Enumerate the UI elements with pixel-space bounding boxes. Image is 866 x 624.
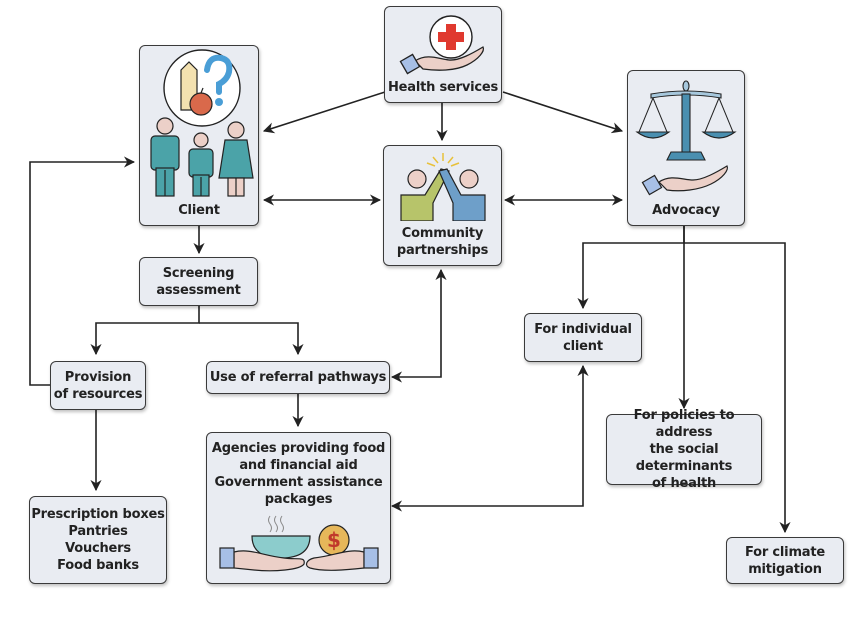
- family-with-food-question-icon: [150, 49, 254, 197]
- list-item-pantries: Pantries: [68, 524, 128, 539]
- node-label-line4: packages: [264, 492, 333, 507]
- node-label: Client: [178, 203, 220, 218]
- edge-agencies-individual: [390, 364, 589, 512]
- node-client[interactable]: Client: [139, 45, 259, 226]
- hands-giving-food-and-money-icon: $: [218, 515, 379, 572]
- node-provision-of-resources[interactable]: Provision of resources: [50, 361, 146, 410]
- hand-with-red-cross-icon: [399, 15, 485, 75]
- node-resources-list[interactable]: Prescription boxes Pantries Vouchers Foo…: [29, 496, 167, 584]
- scales-of-justice-on-hand-icon: [635, 80, 737, 196]
- node-label: Use of referral pathways: [209, 370, 387, 385]
- node-label-line2: assessment: [156, 282, 241, 298]
- node-label-line2: partnerships: [396, 243, 489, 258]
- node-label-line2: client: [563, 338, 603, 354]
- edge-health-to-client: [262, 91, 386, 134]
- node-label-line2: the social determinants: [635, 442, 733, 474]
- node-label-line2: of resources: [53, 386, 143, 402]
- node-label-line1: For climate: [745, 544, 825, 560]
- list-item-food-banks: Food banks: [57, 558, 139, 573]
- node-for-climate-mitigation[interactable]: For climate mitigation: [726, 537, 844, 584]
- node-use-of-referral-pathways[interactable]: Use of referral pathways: [206, 361, 390, 394]
- node-label-line1: Screening: [162, 265, 235, 281]
- list-item-prescription-boxes: Prescription boxes: [31, 507, 165, 522]
- edge-health-to-advocacy: [502, 91, 624, 134]
- high-five-icon: [399, 153, 486, 221]
- node-label: Advocacy: [652, 203, 720, 218]
- edge-provision-to-client: [29, 156, 136, 386]
- node-for-individual-client[interactable]: For individual client: [524, 313, 642, 362]
- node-advocacy[interactable]: Advocacy: [627, 70, 745, 226]
- node-community-partnerships[interactable]: Community partnerships: [383, 145, 502, 266]
- svg-text:$: $: [327, 528, 341, 552]
- node-agencies[interactable]: Agencies providing food and financial ai…: [206, 432, 391, 584]
- node-label-line1: Agencies providing food: [211, 441, 386, 456]
- edge-advocacy-to-climate: [684, 242, 791, 534]
- node-label-line1: For individual: [534, 321, 632, 337]
- edge-referral-community: [390, 268, 447, 383]
- node-label-line2: mitigation: [748, 561, 822, 577]
- node-label-line2: and financial aid: [239, 458, 358, 473]
- node-label-line1: For policies to address: [633, 408, 735, 440]
- node-for-policies[interactable]: For policies to address the social deter…: [606, 408, 762, 491]
- node-label: Health services: [387, 80, 499, 95]
- edge-advocacy-to-individual: [577, 226, 685, 310]
- node-screening-assessment[interactable]: Screening assessment: [139, 257, 258, 306]
- node-label-line3: Government assistance: [214, 475, 383, 490]
- edge-screening-to-referral: [199, 322, 304, 356]
- node-health-services[interactable]: Health services: [384, 6, 502, 103]
- node-label-line3: of health: [651, 476, 717, 491]
- node-label-line1: Community: [401, 226, 484, 241]
- edge-screening-to-provision: [90, 306, 200, 356]
- node-label-line1: Provision: [64, 369, 132, 385]
- list-item-vouchers: Vouchers: [65, 541, 131, 556]
